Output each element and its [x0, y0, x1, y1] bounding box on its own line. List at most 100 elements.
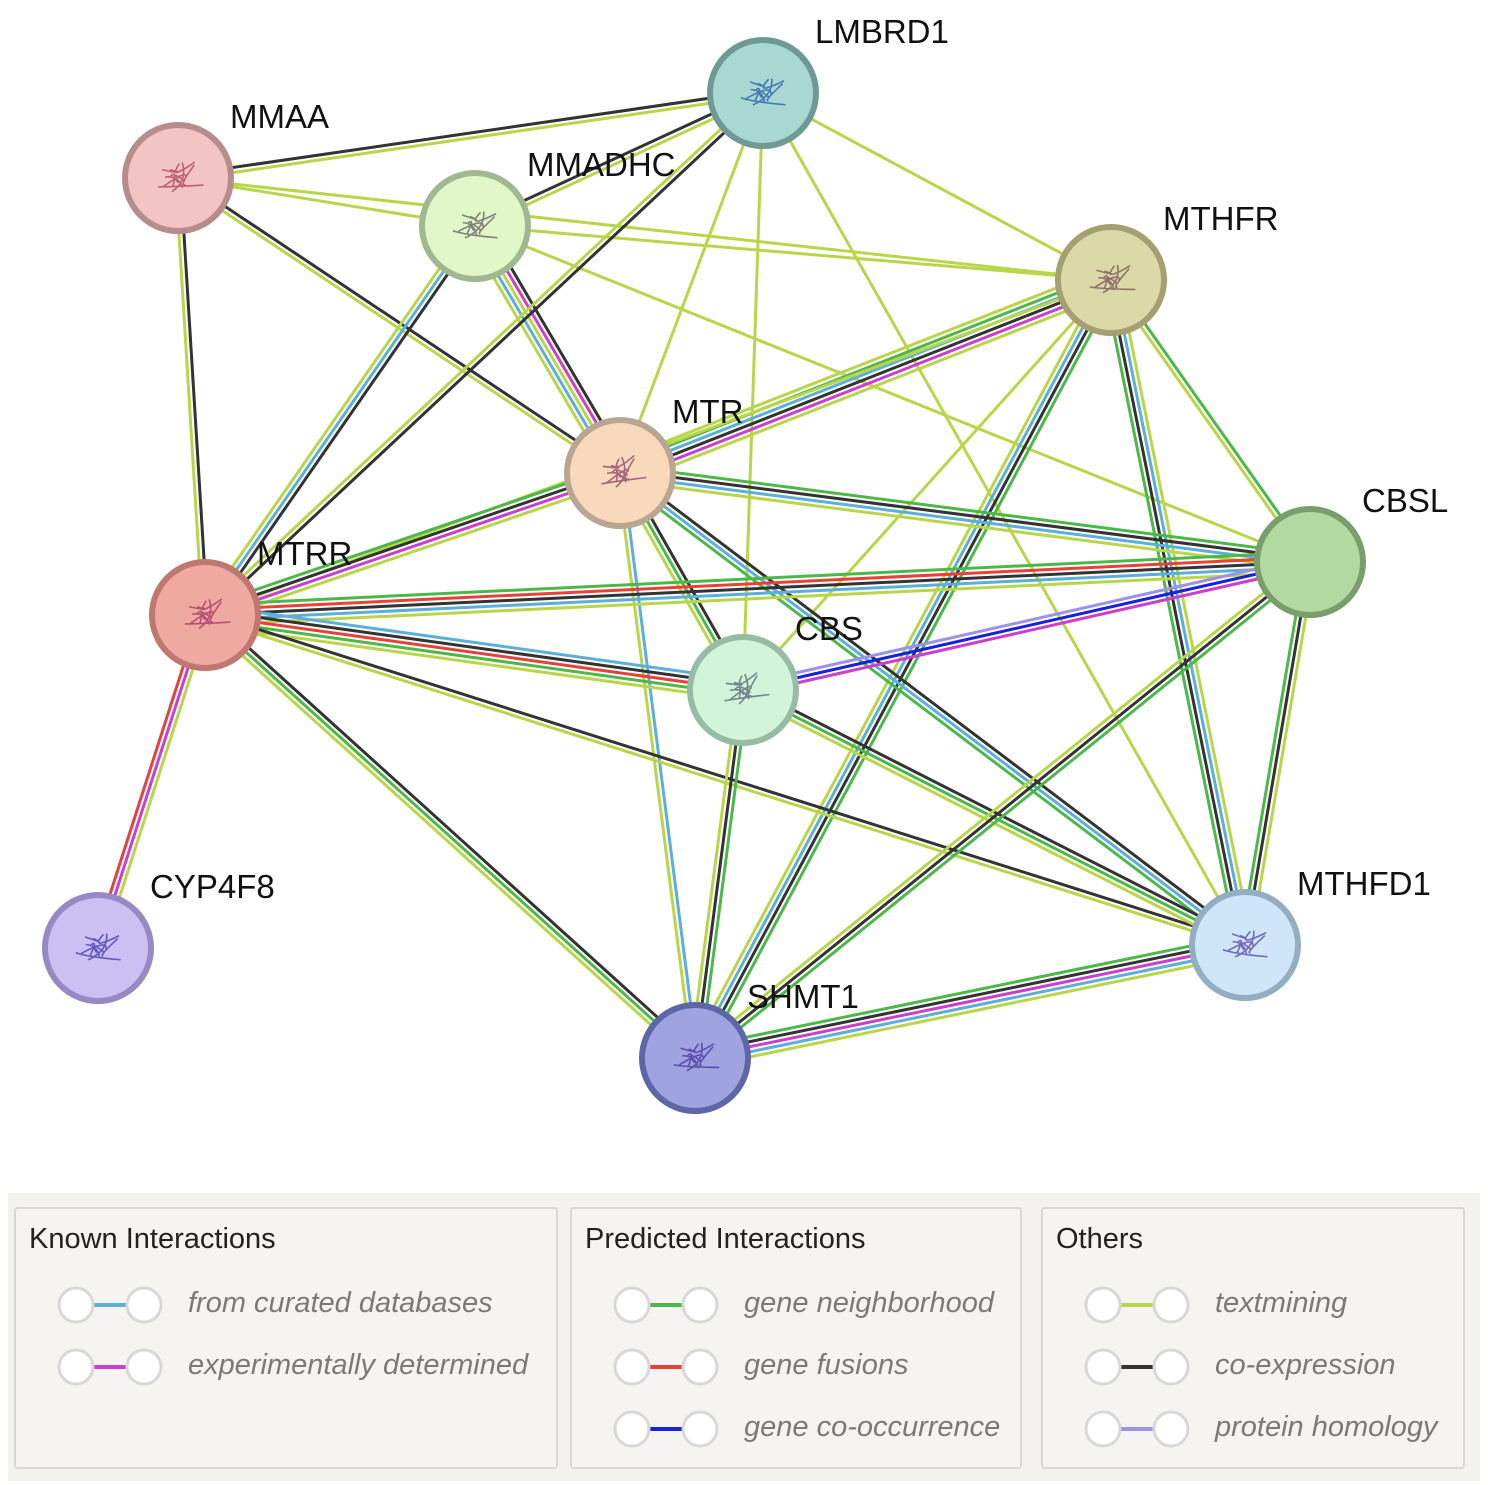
- edge-mtr-shmt1[interactable]: [616, 472, 699, 1059]
- edge-line-textmining: [205, 570, 1311, 627]
- edge-mmadhc-mthfr[interactable]: [474, 224, 1112, 282]
- node-mtrr[interactable]: MTRR: [149, 535, 352, 671]
- edge-mmaa-mtrr[interactable]: [174, 177, 209, 616]
- edge-swatch-icon: [613, 1348, 719, 1386]
- node-circle[interactable]: [149, 559, 261, 671]
- edge-line-coexpression: [207, 227, 481, 619]
- edge-line-neighborhood: [203, 613, 697, 1060]
- edge-line-textmining: [618, 478, 1310, 571]
- edge-line-textmining: [199, 222, 473, 614]
- node-circle[interactable]: [122, 122, 234, 234]
- edge-cbsl-mthfd1[interactable]: [1238, 560, 1317, 947]
- swatch-node: [613, 1286, 651, 1324]
- edge-lmbrd1-mthfr[interactable]: [762, 91, 1112, 282]
- edge-line-neighborhood: [204, 618, 743, 697]
- node-circle[interactable]: [1055, 224, 1167, 336]
- edge-mtr-mthfd1[interactable]: [616, 467, 1249, 951]
- edge-mmadhc-mtrr[interactable]: [199, 222, 481, 619]
- legend-others-title: Others: [1056, 1223, 1144, 1255]
- edge-mthfr-shmt1[interactable]: [687, 275, 1119, 1063]
- edge-line-experimental: [743, 565, 1312, 697]
- edge-mtr-mtrr[interactable]: [202, 464, 623, 624]
- edge-line-coexpression: [204, 560, 1311, 617]
- edge-line-coexpression: [693, 689, 745, 1059]
- legend-label: gene neighborhood: [744, 1287, 994, 1319]
- edge-mmadhc-cbsl[interactable]: [474, 224, 1311, 564]
- edge-line-coexpression: [695, 280, 1115, 1060]
- edge-line-neighborhood: [1111, 277, 1314, 562]
- protein-structure-icon: [673, 1042, 720, 1072]
- edge-mtrr-cyp4f8[interactable]: [91, 613, 212, 950]
- protein-structure-icon: [75, 933, 121, 961]
- node-mthfd1[interactable]: MTHFD1: [1189, 865, 1431, 1001]
- edge-mthfr-mtr[interactable]: [614, 266, 1117, 487]
- edge-line-textmining: [624, 290, 1117, 487]
- legend-item: protein homology: [1043, 1407, 1463, 1451]
- edge-line-experimental: [205, 473, 622, 619]
- node-label: CBS: [795, 610, 863, 647]
- edge-swatch-icon: [1084, 1348, 1190, 1386]
- swatch-node: [1084, 1286, 1122, 1324]
- edge-line-coexpression: [694, 560, 1311, 1060]
- node-label: CBSL: [1362, 482, 1448, 519]
- node-lmbrd1[interactable]: LMBRD1: [707, 13, 949, 149]
- node-shmt1[interactable]: SHMT1: [639, 978, 859, 1114]
- node-label: CYP4F8: [150, 868, 275, 905]
- edge-line-textmining: [687, 275, 1106, 1056]
- node-mtr[interactable]: MTR: [564, 393, 743, 529]
- node-label: MTRR: [257, 535, 352, 572]
- edge-mthfr-cbsl[interactable]: [1107, 277, 1314, 565]
- edge-line-textmining: [174, 178, 205, 616]
- edge-line-coexpression: [620, 469, 1311, 562]
- node-circle[interactable]: [639, 1002, 751, 1114]
- edge-mtr-cbsl[interactable]: [618, 464, 1312, 571]
- swatch-node: [1152, 1348, 1190, 1386]
- edge-line-curated: [205, 565, 1311, 622]
- edge-mthfr-cbs[interactable]: [741, 278, 1113, 692]
- swatch-node: [681, 1286, 719, 1324]
- edge-mtrr-shmt1[interactable]: [200, 610, 700, 1063]
- protein-structure-icon: [1222, 930, 1268, 958]
- edge-line-neighborhood: [202, 464, 619, 610]
- edge-cbsl-shmt1[interactable]: [690, 556, 1315, 1064]
- node-mmadhc[interactable]: MMADHC: [419, 146, 675, 282]
- edge-line-textmining: [203, 623, 742, 702]
- edge-line-textmining: [101, 616, 212, 950]
- node-mmaa[interactable]: MMAA: [122, 98, 329, 234]
- edge-lmbrd1-mtr[interactable]: [618, 92, 765, 474]
- legend-label: from curated databases: [188, 1287, 493, 1319]
- edge-line-coexpression: [178, 177, 209, 615]
- edge-line-textmining: [741, 278, 1113, 692]
- edge-mthfr-mthfd1[interactable]: [1102, 278, 1254, 947]
- edge-mtrr-cbsl[interactable]: [204, 550, 1311, 627]
- swatch-node: [57, 1348, 95, 1386]
- edge-mmaa-mthfr[interactable]: [177, 176, 1112, 282]
- edge-line-fusion: [204, 555, 1310, 612]
- node-label: MTHFR: [1163, 200, 1278, 237]
- edge-line-coexpression: [744, 684, 1248, 942]
- swatch-node: [613, 1410, 651, 1448]
- node-cyp4f8[interactable]: CYP4F8: [42, 868, 275, 1004]
- protein-structure-icon: [601, 454, 647, 488]
- edge-cbs-shmt1[interactable]: [688, 689, 750, 1059]
- protein-structure-icon: [452, 211, 498, 239]
- node-circle[interactable]: [1254, 506, 1366, 618]
- edge-line-textmining: [740, 693, 1244, 951]
- edge-line-curated: [695, 948, 1247, 1065]
- node-mthfr[interactable]: MTHFR: [1055, 200, 1278, 336]
- edge-cbs-cbsl[interactable]: [741, 555, 1312, 697]
- legend-label: protein homology: [1215, 1411, 1438, 1443]
- edge-mmaa-lmbrd1[interactable]: [177, 89, 764, 182]
- protein-structure-icon: [1089, 264, 1136, 294]
- node-cbsl[interactable]: CBSL: [1254, 482, 1448, 618]
- edge-line-textmining: [616, 473, 695, 1059]
- legend-known-interactions: Known Interactions from curated database…: [14, 1207, 558, 1469]
- node-label: MMAA: [230, 98, 329, 135]
- edge-line-experimental: [622, 285, 1115, 482]
- edge-mtrr-cbs[interactable]: [203, 603, 745, 702]
- edge-shmt1-mthfd1[interactable]: [692, 933, 1248, 1070]
- edge-lmbrd1-mtrr[interactable]: [202, 90, 766, 618]
- node-cbs[interactable]: CBS: [687, 610, 863, 746]
- legend-label: gene co-occurrence: [744, 1411, 1001, 1443]
